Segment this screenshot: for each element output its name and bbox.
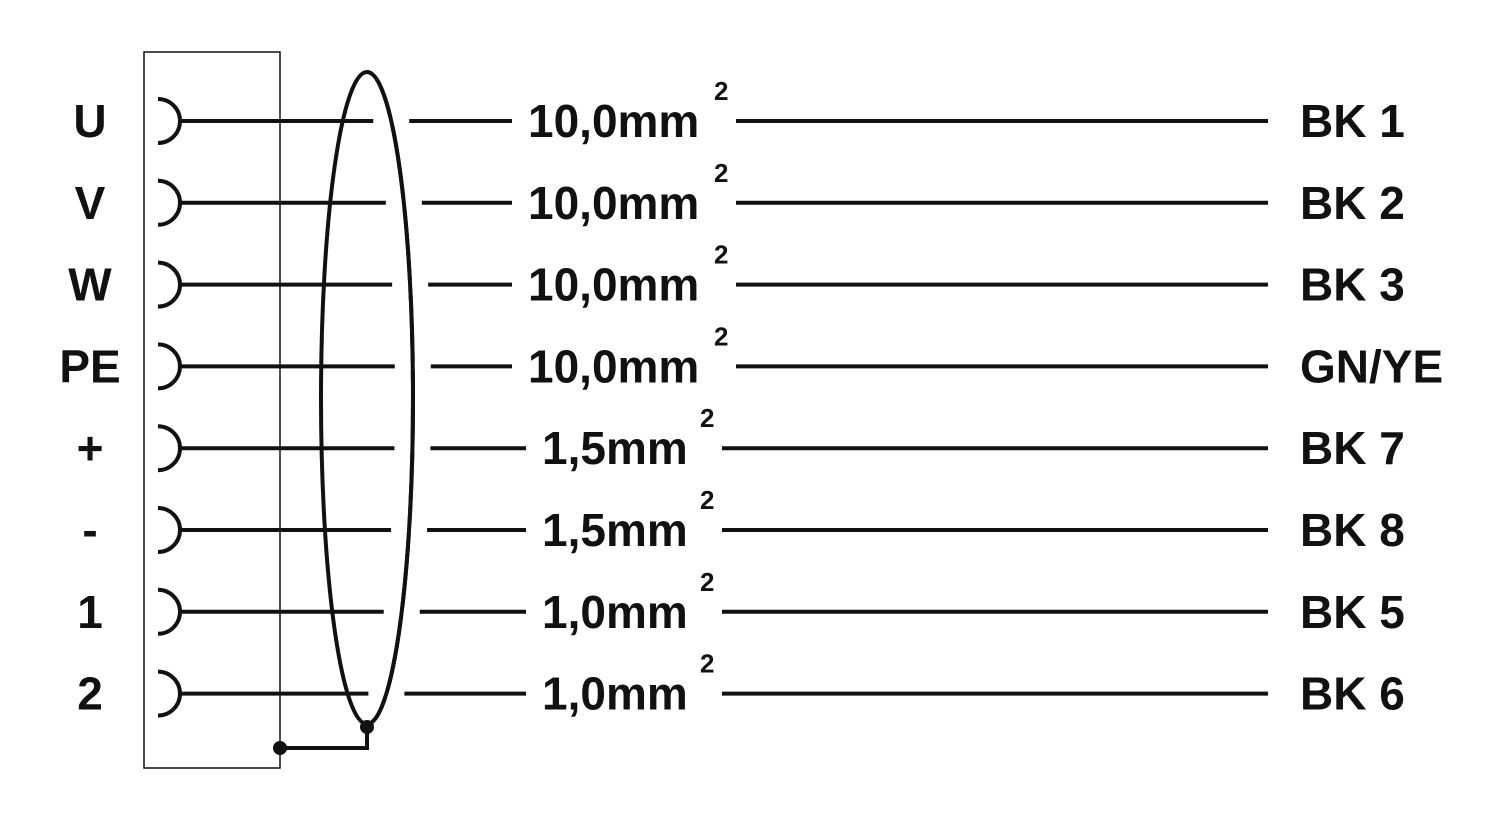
pin-label: V [75,177,106,229]
cross-section-exponent: 2 [714,76,728,106]
socket-contact-icon [157,342,182,391]
cross-section-label: 10,0mm [528,259,699,311]
cross-section-exponent: 2 [714,240,728,270]
wire-color-label: BK 1 [1300,95,1405,147]
pin-label: - [82,504,97,556]
cross-section-label: 10,0mm [528,177,699,229]
wire-color-label: BK 6 [1300,668,1405,720]
connector-housing [143,51,281,769]
socket-contact-icon [157,424,182,473]
cross-section-exponent: 2 [700,567,714,597]
shield-junction-dot [360,720,374,734]
pin-label: W [68,259,112,311]
cross-section-exponent: 2 [714,321,728,351]
socket-contact-icon [157,587,182,636]
cross-section-label: 10,0mm [528,95,699,147]
cross-section-exponent: 2 [700,485,714,515]
cross-section-exponent: 2 [700,649,714,679]
housing-ground-dot [273,741,287,755]
wire-layer [157,97,1268,718]
wire-color-label: BK 5 [1300,586,1405,638]
pin-label: + [77,422,104,474]
wire-color-label: BK 2 [1300,177,1405,229]
cable-shield [273,70,431,755]
socket-contact-icon [157,178,182,227]
cross-section-label: 1,0mm [542,668,688,720]
wire-color-label: BK 8 [1300,504,1405,556]
wire-color-label: BK 7 [1300,422,1405,474]
wire-color-label: GN/YE [1300,340,1443,392]
shield-ground-wire [280,727,369,750]
pin-label: U [73,95,106,147]
pin-label: PE [59,340,120,392]
socket-contact-icon [157,669,182,718]
socket-contact-icon [157,97,182,145]
cross-section-label: 1,5mm [542,504,688,556]
cross-section-label: 1,5mm [542,422,688,474]
socket-contact-icon [157,260,182,309]
cross-section-exponent: 2 [700,403,714,433]
shield-front-arc [366,70,415,726]
wire-color-label: BK 3 [1300,259,1405,311]
pin-label: 2 [77,668,103,720]
socket-contact-icon [157,506,182,554]
cross-section-label: 10,0mm [528,340,699,392]
cross-section-exponent: 2 [714,158,728,188]
pin-label: 1 [77,586,103,638]
cross-section-label: 1,0mm [542,586,688,638]
